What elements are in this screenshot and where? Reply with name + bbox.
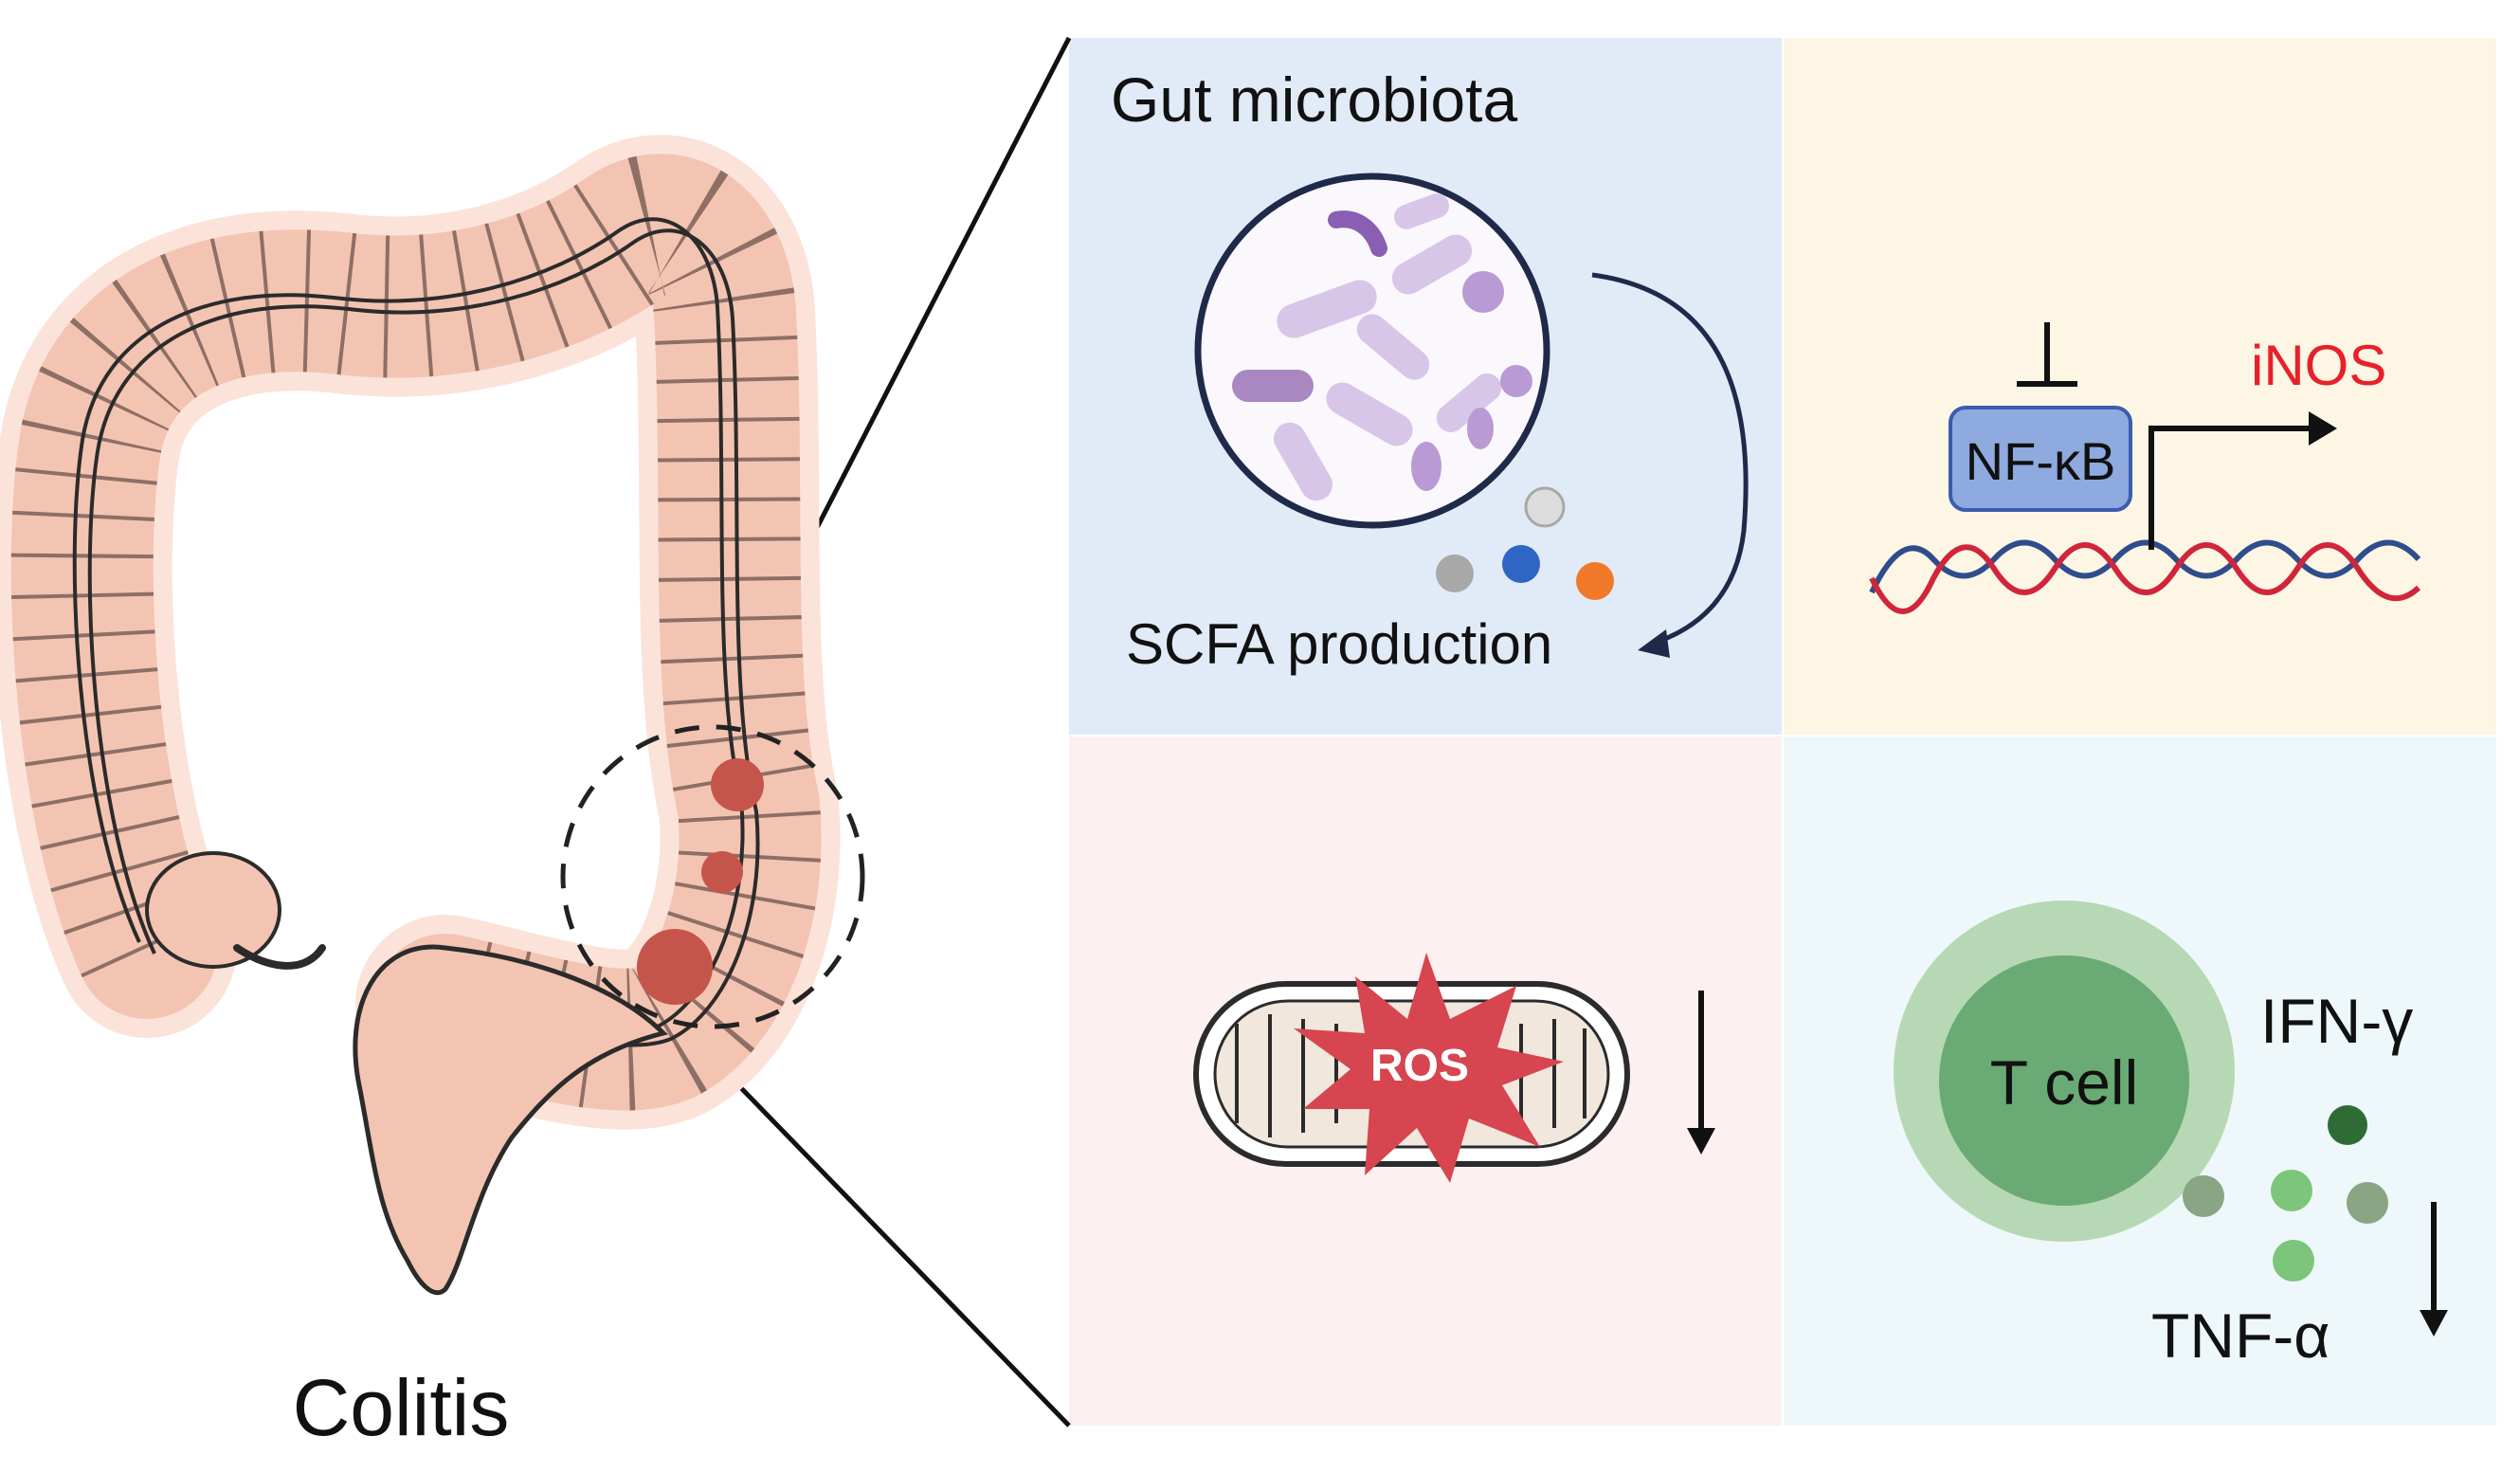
- tcell-inner: [1939, 955, 2189, 1206]
- rectum: [353, 944, 668, 1296]
- scfa-dot: [1576, 562, 1614, 600]
- cytokine-dot: [2271, 1170, 2312, 1211]
- scfa-production-label: SCFA production: [1126, 612, 1552, 676]
- bacterium: [1356, 314, 1430, 380]
- nfkb-label: NF-κB: [1966, 431, 2116, 491]
- colitis-label: Colitis: [293, 1363, 510, 1452]
- bacterium: [1274, 422, 1333, 501]
- lesion: [637, 929, 713, 1005]
- dna-strand-blue: [1869, 539, 2421, 594]
- zoom-line-bottom: [679, 1024, 1071, 1428]
- bacterium: [1277, 280, 1377, 338]
- cytokine-down-arrow: [2420, 1202, 2448, 1337]
- bacterium: [1394, 193, 1449, 229]
- cytokine-dot: [2328, 1105, 2367, 1145]
- tnf-alpha-label: TNF-α: [2151, 1300, 2330, 1371]
- bacteria-circle: [1194, 173, 1550, 529]
- colon-illustration: [0, 135, 865, 1296]
- bacterium: [1411, 442, 1441, 491]
- cytokine-dot: [2347, 1182, 2388, 1224]
- transcription-arrowhead: [2309, 411, 2337, 446]
- lesion: [701, 851, 743, 893]
- ros-down-arrow: [1687, 991, 1715, 1155]
- bacterium: [1467, 408, 1494, 449]
- transcription-arrow: [2148, 426, 2312, 550]
- bacterium: [1436, 373, 1502, 433]
- lesion: [711, 758, 764, 811]
- bacterium: [1232, 370, 1314, 402]
- cytokine-dot: [2183, 1175, 2224, 1217]
- bacterium: [1462, 271, 1504, 313]
- scfa-arrowhead: [1638, 629, 1670, 658]
- ros-label: ROS: [1370, 1041, 1469, 1091]
- scfa-arrow: [1591, 272, 1749, 647]
- bacterium: [1326, 382, 1413, 446]
- inhibition-symbol: [2017, 322, 2077, 387]
- panel-nfkb: [1784, 38, 2496, 735]
- tcell-label: T cell: [1990, 1047, 2139, 1118]
- bacterium: [1391, 234, 1473, 295]
- ifn-gamma-label: IFN-γ: [2260, 986, 2413, 1056]
- zoom-circle: [560, 724, 865, 1029]
- dna-strand-red: [1869, 542, 2421, 614]
- colon-body: [10, 154, 822, 1111]
- scfa-dot: [1436, 555, 1474, 592]
- gut-microbiota-label: Gut microbiota: [1111, 64, 1517, 135]
- ros-burst: [1294, 953, 1564, 1183]
- scfa-dot: [1502, 545, 1540, 583]
- inos-label: iNOS: [2251, 334, 2386, 397]
- scfa-dot: [1524, 486, 1566, 528]
- bacterium: [1500, 365, 1532, 397]
- bacterium: [1328, 210, 1387, 257]
- nfkb-box: [1949, 406, 2132, 512]
- cytokine-dot: [2273, 1240, 2314, 1282]
